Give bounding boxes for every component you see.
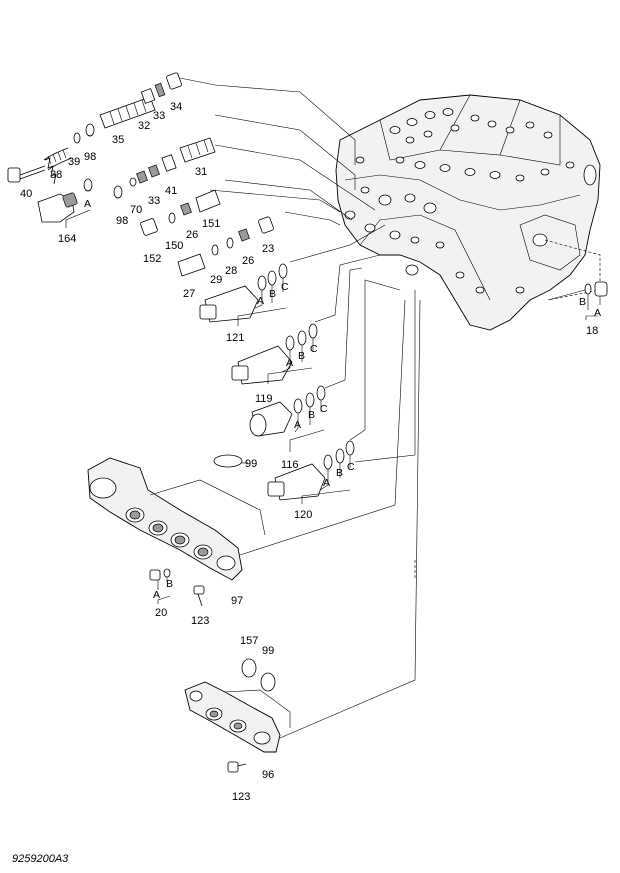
- label-99a: 99: [245, 458, 257, 470]
- spool-assembly-31: [113, 137, 216, 199]
- bolt-123-upper: [193, 585, 205, 607]
- label-99b: 99: [262, 645, 274, 657]
- label-35: 35: [112, 134, 124, 146]
- label-A4: A: [323, 477, 330, 489]
- part-labels: 40 38 39 98 35 32 33 34 164 A 98 70 33 4…: [20, 101, 601, 803]
- label-96: 96: [262, 769, 274, 781]
- label-121: 121: [226, 332, 244, 344]
- label-B3: B: [308, 409, 315, 421]
- label-31: 31: [195, 166, 207, 178]
- label-18: 18: [586, 325, 598, 337]
- plug-18: [584, 281, 608, 310]
- label-151: 151: [202, 218, 220, 230]
- label-A5: A: [153, 589, 160, 601]
- label-bracket-lines: [65, 209, 598, 604]
- label-38: 38: [50, 169, 62, 181]
- label-A0: A: [84, 198, 91, 210]
- label-B2: B: [298, 350, 305, 362]
- plug-assembly-116: [249, 385, 326, 437]
- label-23: 23: [262, 243, 274, 255]
- label-120: 120: [294, 509, 312, 521]
- label-98b: 98: [116, 215, 128, 227]
- label-39: 39: [68, 156, 80, 168]
- bolt-20: [149, 568, 171, 590]
- spool-assembly-151: [140, 189, 221, 236]
- label-152: 152: [143, 253, 161, 265]
- label-98a: 98: [84, 151, 96, 163]
- plug-assembly-119: [231, 323, 318, 385]
- label-164: 164: [58, 233, 76, 245]
- figure-code: 9259200A3: [12, 853, 69, 865]
- label-26b: 26: [242, 255, 254, 267]
- spool-assembly-23: [177, 216, 274, 277]
- label-28: 28: [225, 265, 237, 277]
- label-B5: B: [166, 578, 173, 590]
- label-119: 119: [255, 393, 273, 405]
- bolt-123-lower: [227, 761, 247, 773]
- cover-96: [184, 658, 291, 753]
- control-valve-body: [335, 94, 601, 331]
- cover-97: [87, 454, 266, 581]
- label-B6: B: [579, 296, 586, 308]
- label-116: 116: [281, 459, 299, 471]
- plug-assembly-121: [199, 263, 288, 323]
- label-A6: A: [594, 307, 601, 319]
- label-97: 97: [231, 595, 243, 607]
- label-70: 70: [130, 204, 142, 216]
- label-C2: C: [310, 343, 318, 355]
- label-123b: 123: [232, 791, 250, 803]
- label-20: 20: [155, 607, 167, 619]
- label-40: 40: [20, 188, 32, 200]
- label-A1: A: [257, 295, 264, 307]
- plug-assembly-120: [267, 440, 355, 501]
- label-33a: 33: [153, 110, 165, 122]
- label-A3: A: [294, 419, 301, 431]
- label-C1: C: [281, 281, 289, 293]
- label-150: 150: [165, 240, 183, 252]
- label-41: 41: [165, 185, 177, 197]
- label-34: 34: [170, 101, 182, 113]
- label-A2: A: [286, 357, 293, 369]
- label-157: 157: [240, 635, 258, 647]
- label-B4: B: [336, 467, 343, 479]
- label-27: 27: [183, 288, 195, 300]
- label-123a: 123: [191, 615, 209, 627]
- label-29: 29: [210, 274, 222, 286]
- relief-valve-assembly: [7, 72, 182, 223]
- label-C4: C: [347, 461, 355, 473]
- leader-lines: [179, 77, 586, 739]
- label-32: 32: [138, 120, 150, 132]
- label-33b: 33: [148, 195, 160, 207]
- label-C3: C: [320, 403, 328, 415]
- label-B1: B: [269, 288, 276, 300]
- label-26a: 26: [186, 229, 198, 241]
